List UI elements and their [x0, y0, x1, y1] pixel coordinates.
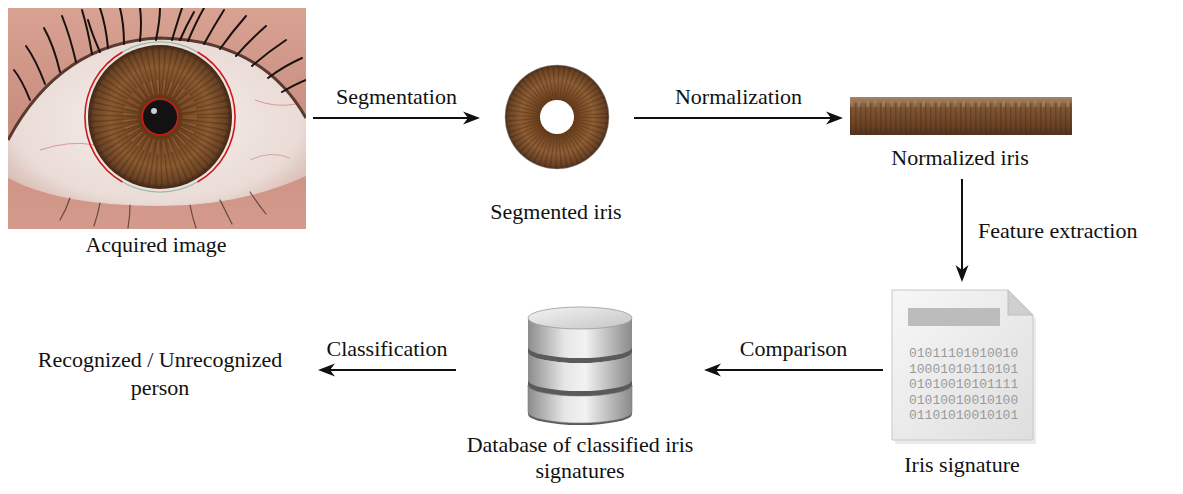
- node-caption: Iris signature: [889, 452, 1035, 478]
- arrowhead: [956, 265, 969, 282]
- flow-arrow: [956, 179, 969, 282]
- arrow-line: [313, 117, 468, 119]
- flow-arrow: [313, 112, 480, 125]
- node-caption: Acquired image: [7, 232, 305, 258]
- arrowhead: [704, 364, 721, 377]
- arrow-line: [330, 369, 456, 371]
- arrow-line: [961, 179, 963, 270]
- node-caption: Segmented iris: [486, 199, 626, 225]
- edge-label: Classification: [325, 336, 450, 362]
- image-node: Segmented iris: [486, 60, 628, 228]
- image-node: Acquired image: [7, 8, 307, 260]
- arrowhead: [826, 112, 843, 125]
- eye-photo: [8, 8, 306, 229]
- document-node: 01011101010010 10001010110101 0101001010…: [889, 288, 1037, 480]
- database-node: Database of classified iris signatures: [462, 305, 698, 486]
- node-caption: Database of classified iris signatures: [466, 432, 694, 484]
- edge-label: Normalization: [673, 84, 804, 110]
- result-text: Recognized / Unrecognized person: [10, 346, 310, 402]
- edge-label: Comparison: [738, 336, 850, 362]
- edge-label: Segmentation: [334, 84, 459, 110]
- segmented-iris: [505, 65, 609, 169]
- arrowhead: [318, 364, 335, 377]
- arrow-line: [634, 117, 831, 119]
- image-node: Normalized iris: [849, 95, 1073, 173]
- arrow-line: [716, 369, 883, 371]
- flow-arrow: [704, 364, 883, 377]
- edge-label: Feature extraction: [976, 218, 1139, 244]
- binary-code: 01011101010010 10001010110101 0101001010…: [909, 346, 1026, 424]
- node-caption: Normalized iris: [849, 145, 1071, 171]
- document-icon: [892, 290, 1036, 444]
- flow-arrow: [634, 112, 843, 125]
- normalized-iris-strip: [850, 97, 1072, 135]
- arrowhead: [463, 112, 480, 125]
- database-icon: [528, 307, 632, 425]
- flow-arrow: [318, 364, 456, 377]
- result-node: Recognized / Unrecognized person: [8, 344, 312, 406]
